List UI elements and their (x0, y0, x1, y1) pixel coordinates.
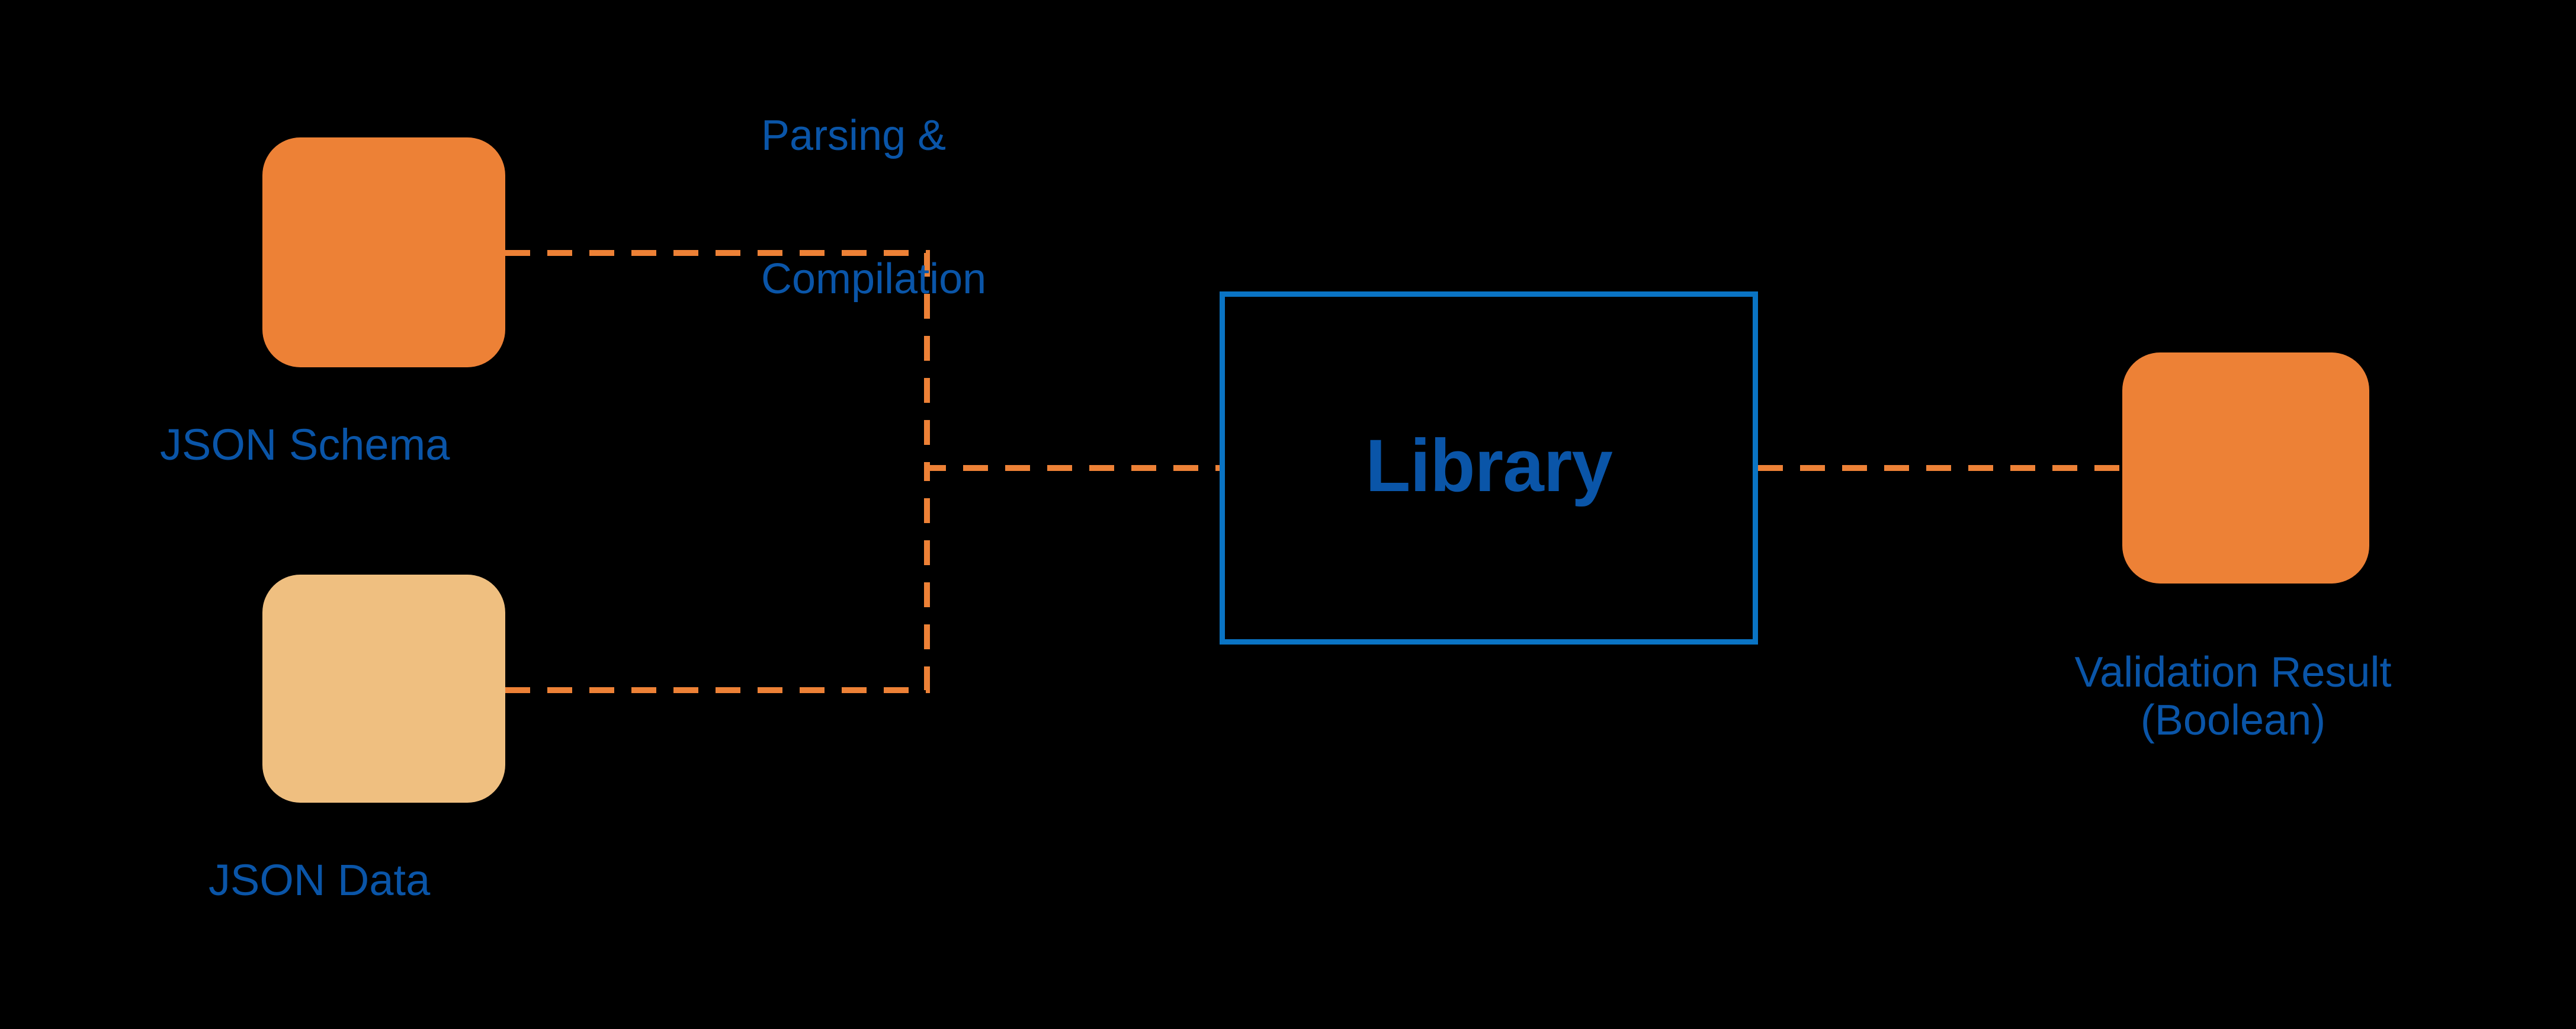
edge-label-parsing-compilation: Parsing & Compilation (761, 17, 986, 399)
node-json-schema[interactable] (262, 137, 505, 367)
node-library[interactable]: Library (1220, 291, 1758, 645)
edge-data-to-library (505, 468, 930, 693)
edge-label-line-1: Parsing & (761, 112, 947, 160)
node-json-data-label: JSON Data (208, 855, 431, 905)
node-library-label: Library (1365, 424, 1613, 507)
edge-label-line-2: Compilation (761, 255, 987, 303)
node-json-schema-label: JSON Schema (160, 420, 450, 469)
node-validation-result-label-line-2: (Boolean) (2140, 696, 2326, 744)
node-validation-result[interactable] (2122, 352, 2369, 584)
node-validation-result-label-line-1: Validation Result (2074, 649, 2392, 696)
node-json-data[interactable] (262, 575, 505, 803)
node-validation-result-label: Validation Result (Boolean) (1967, 649, 2500, 744)
